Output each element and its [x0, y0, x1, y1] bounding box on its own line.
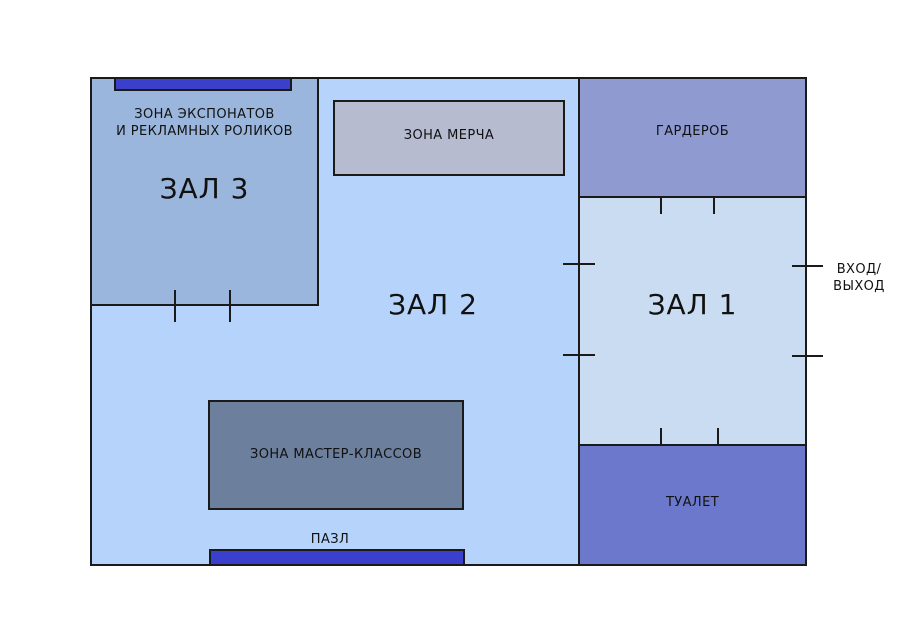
hall-3-zone-line2: И РЕКЛАМНЫХ РОЛИКОВ	[116, 124, 293, 139]
puzzle-bar	[209, 549, 465, 566]
merch-zone-label: ЗОНА МЕРЧА	[403, 128, 495, 143]
entrance-line2: ВЫХОД	[833, 279, 885, 294]
door-marker	[229, 290, 231, 322]
masterclass-zone-label: ЗОНА МАСТЕР-КЛАССОВ	[249, 447, 423, 462]
masterclass-zone	[208, 400, 464, 510]
hall-1-title: ЗАЛ 1	[647, 288, 738, 321]
entrance-marker	[792, 265, 823, 267]
wardrobe-label: ГАРДЕРОБ	[655, 124, 730, 139]
door-marker	[713, 197, 715, 214]
hall-3-zone-label: ЗОНА ЭКСПОНАТОВ И РЕКЛАМНЫХ РОЛИКОВ	[90, 106, 319, 140]
toilet-label: ТУАЛЕТ	[665, 495, 720, 510]
door-marker	[563, 263, 595, 265]
hall-3-room	[90, 77, 319, 306]
entrance-line1: ВХОД/	[836, 262, 882, 277]
door-marker	[717, 428, 719, 445]
door-marker	[660, 428, 662, 445]
entrance-marker	[792, 355, 823, 357]
hall-3-title: ЗАЛ 3	[159, 172, 250, 205]
door-marker	[174, 290, 176, 322]
hall-3-zone-line1: ЗОНА ЭКСПОНАТОВ	[134, 107, 275, 122]
hall-2-title: ЗАЛ 2	[388, 288, 478, 321]
door-marker	[563, 354, 595, 356]
entrance-label: ВХОД/ ВЫХОД	[826, 261, 892, 295]
toilet-room	[578, 444, 807, 566]
merch-zone	[333, 100, 565, 176]
exhibit-screen-bar	[114, 77, 292, 91]
puzzle-label: ПАЗЛ	[310, 532, 350, 547]
door-marker	[660, 197, 662, 214]
hall-1-room	[578, 196, 807, 446]
